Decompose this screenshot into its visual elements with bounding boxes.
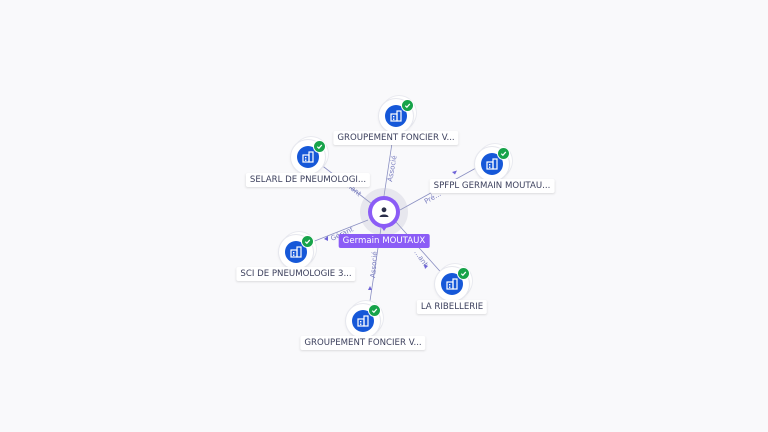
node-label[interactable]: SCI DE PNEUMOLOGIE 3... xyxy=(236,267,356,281)
building-icon xyxy=(441,273,463,295)
edge-label-ribel: ...ant xyxy=(412,249,429,269)
verified-check-icon xyxy=(401,99,414,112)
verified-check-icon xyxy=(457,267,470,280)
verified-check-icon xyxy=(497,147,510,160)
building-icon xyxy=(481,153,503,175)
building-icon xyxy=(352,310,374,332)
edge-label-gf2: Associé xyxy=(369,251,379,278)
node-label[interactable]: LA RIBELLERIE xyxy=(416,300,488,314)
node-label[interactable]: GROUPEMENT FONCIER V... xyxy=(300,336,426,350)
verified-check-icon xyxy=(313,140,326,153)
verified-check-icon xyxy=(368,304,381,317)
edge-label-gf1: Associé xyxy=(386,155,398,182)
edge-arrow-ribel xyxy=(424,264,428,269)
node-label[interactable]: SPFPL GERMAIN MOUTAU... xyxy=(429,179,555,193)
node-label[interactable]: SELARL DE PNEUMOLOGI... xyxy=(245,173,371,187)
building-icon xyxy=(385,105,407,127)
node-label[interactable]: GROUPEMENT FONCIER V... xyxy=(333,131,459,145)
person-name-label[interactable]: Germain MOUTAUX xyxy=(338,234,430,248)
building-icon xyxy=(285,241,307,263)
person-pin xyxy=(379,224,389,231)
person-icon xyxy=(372,200,396,224)
verified-check-icon xyxy=(301,235,314,248)
edge-arrow-gf2 xyxy=(368,286,372,290)
edge-arrow-spfpl xyxy=(452,170,457,175)
edge-arrow-sci xyxy=(324,236,328,241)
edge-ribel xyxy=(395,221,447,279)
building-icon xyxy=(297,146,319,168)
